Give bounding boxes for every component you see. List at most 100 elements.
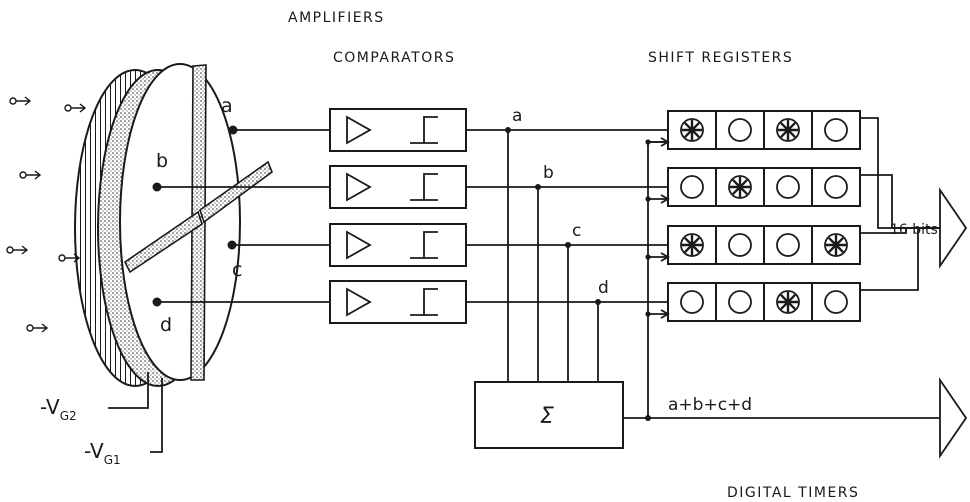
incident-arrow xyxy=(19,170,42,180)
incident-arrow xyxy=(26,323,49,333)
amplifier-triangle xyxy=(346,230,372,260)
lower-left-strip xyxy=(123,210,203,274)
shift-register-c xyxy=(667,225,861,265)
register-cell xyxy=(763,167,813,207)
sum-output-arrow xyxy=(939,377,968,459)
register-cell xyxy=(715,282,765,322)
register-cell xyxy=(715,225,765,265)
shift-register-b xyxy=(667,167,861,207)
segment-b-label: b xyxy=(156,150,168,172)
register-output-wire xyxy=(860,174,940,229)
bus-junction xyxy=(565,242,571,248)
vg2-label: -VG2 xyxy=(40,395,77,423)
amplifier-triangle xyxy=(346,115,372,145)
summation-symbol: Σ xyxy=(540,404,554,429)
vg1-lead xyxy=(150,378,163,453)
channel-label-c: c xyxy=(572,221,581,241)
register-output-arrow xyxy=(939,187,968,269)
channel-label-a: a xyxy=(512,106,522,126)
set-bit-icon xyxy=(776,290,800,314)
shift-registers-header: SHIFT REGISTERS xyxy=(648,50,793,66)
comparator-hysteresis xyxy=(410,173,438,201)
summation-block xyxy=(474,381,624,449)
clear-bit-icon xyxy=(776,233,800,257)
clock-tap-junction xyxy=(645,311,651,317)
clear-bit-icon xyxy=(728,233,752,257)
vg1-label: -VG1 xyxy=(84,439,121,467)
amplifiers-header: AMPLIFIERS xyxy=(288,10,385,26)
set-bit-icon xyxy=(680,118,704,142)
comparator-hysteresis xyxy=(410,231,438,259)
register-cell xyxy=(811,282,861,322)
clock-tap-arrow xyxy=(660,137,670,147)
incident-arrow xyxy=(9,96,32,106)
segmented-detector: a b c d xyxy=(74,63,273,387)
clear-bit-icon xyxy=(824,290,848,314)
clear-bit-icon xyxy=(728,118,752,142)
channel-label-d: d xyxy=(598,278,609,298)
set-bit-center xyxy=(737,184,743,190)
register-cell xyxy=(667,167,717,207)
clear-bit-icon xyxy=(824,175,848,199)
register-cell xyxy=(667,282,717,322)
clock-tap-arrow xyxy=(660,194,670,204)
incident-arrows xyxy=(6,96,87,333)
set-bit-center xyxy=(833,242,839,248)
clock-tap-junction xyxy=(645,196,651,202)
clear-bit-icon xyxy=(680,175,704,199)
output-bits-label: 16 bits xyxy=(890,222,938,238)
clock-tap-arrow xyxy=(660,252,670,262)
clock-tap-junction xyxy=(645,254,651,260)
clear-bit-icon xyxy=(680,290,704,314)
comparator-hysteresis xyxy=(410,116,438,144)
set-bit-icon xyxy=(728,175,752,199)
channel-b: b xyxy=(157,163,940,382)
shift-register-d xyxy=(667,282,861,322)
register-output-wire xyxy=(860,227,940,291)
comparator-hysteresis xyxy=(410,288,438,316)
set-bit-center xyxy=(785,127,791,133)
channel-a: a xyxy=(233,106,940,382)
incident-arrow xyxy=(64,103,87,113)
bus-junction xyxy=(595,299,601,305)
set-bit-center xyxy=(689,242,695,248)
anode-disc xyxy=(119,63,241,381)
register-clock-line xyxy=(647,141,668,418)
incident-arrow xyxy=(6,245,29,255)
amplifier-comparator-block xyxy=(329,108,467,152)
clear-bit-icon xyxy=(776,175,800,199)
set-bit-icon xyxy=(824,233,848,257)
channel-label-b: b xyxy=(543,163,554,183)
register-cell xyxy=(811,110,861,150)
segment-c-label: c xyxy=(232,259,242,281)
amplifier-triangle xyxy=(346,287,372,317)
amplifier-comparator-block xyxy=(329,165,467,209)
bus-junction xyxy=(505,127,511,133)
segment-d-label: d xyxy=(160,314,172,336)
register-cell xyxy=(715,110,765,150)
clock-tap-arrow xyxy=(660,309,670,319)
shift-register-a xyxy=(667,110,861,150)
clock-tap-junction xyxy=(645,139,651,145)
clear-bit-icon xyxy=(728,290,752,314)
amplifier-comparator-block xyxy=(329,223,467,267)
bus-junction xyxy=(535,184,541,190)
amplifier-triangle xyxy=(346,172,372,202)
register-cell xyxy=(811,167,861,207)
comparators-header: COMPARATORS xyxy=(333,50,455,66)
sum-output-label: a+b+c+d xyxy=(668,395,752,415)
digital-timers-header: DIGITAL TIMERS xyxy=(727,485,859,501)
clear-bit-icon xyxy=(824,118,848,142)
set-bit-center xyxy=(689,127,695,133)
upper-right-strip xyxy=(199,160,273,224)
amplifier-comparator-block xyxy=(329,280,467,324)
channel-d: d xyxy=(157,227,940,382)
register-cell xyxy=(763,225,813,265)
channels-layer: a b c d xyxy=(157,106,940,421)
set-bit-center xyxy=(785,299,791,305)
set-bit-icon xyxy=(776,118,800,142)
segment-a-label: a xyxy=(221,95,233,117)
register-output-wire xyxy=(860,117,940,229)
set-bit-icon xyxy=(680,233,704,257)
